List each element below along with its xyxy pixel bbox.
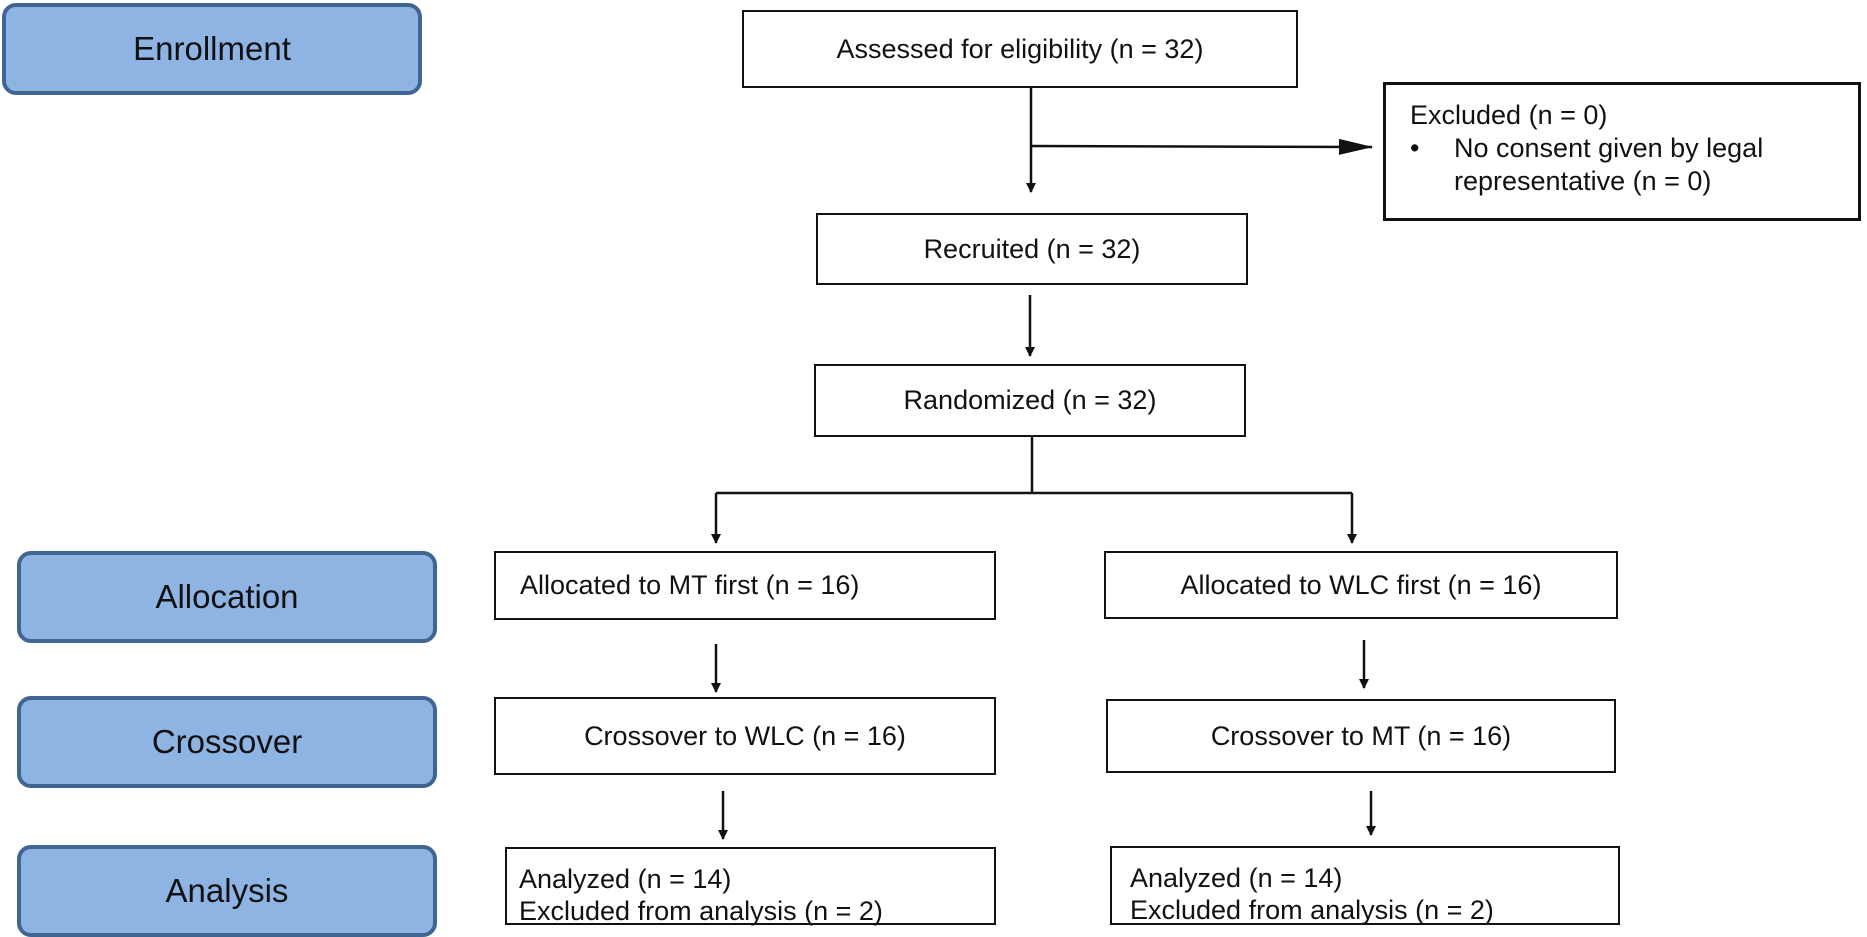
excluded-reason-line2: representative (n = 0) [1454,166,1712,196]
excluded-reason-line1: No consent given by legal [1454,133,1764,163]
right-analysis-box: Analyzed (n = 14) Excluded from analysis… [1110,846,1620,925]
phase-label-enrollment: Enrollment [2,3,422,95]
allocated-wlc-first-box: Allocated to WLC first (n = 16) [1104,551,1618,619]
randomized-text: Randomized (n = 32) [903,385,1157,415]
allocated-mt-first-text: Allocated to MT first (n = 16) [520,570,860,600]
arrow-to-excluded [1030,138,1373,155]
allocated-wlc-first-text: Allocated to WLC first (n = 16) [1180,569,1542,600]
excluded-reason-item: • No consent given by legal representati… [1410,132,1858,198]
crossover-to-mt-box: Crossover to MT (n = 16) [1106,699,1616,773]
assessed-eligibility-box: Assessed for eligibility (n = 32) [742,10,1298,88]
excluded-box: Excluded (n = 0) • No consent given by l… [1383,82,1861,221]
right-analyzed-text: Analyzed (n = 14) [1130,863,1343,893]
phase-label-allocation: Allocation [17,551,437,643]
crossover-to-wlc-text: Crossover to WLC (n = 16) [584,720,906,751]
phase-label-crossover: Crossover [17,696,437,788]
allocated-mt-first-box: Allocated to MT first (n = 16) [494,551,996,620]
recruited-box: Recruited (n = 32) [816,213,1248,285]
phase-label-analysis: Analysis [17,845,437,937]
bullet-icon: • [1410,133,1420,163]
crossover-to-wlc-box: Crossover to WLC (n = 16) [494,697,996,775]
excluded-title: Excluded (n = 0) [1410,100,1608,130]
assessed-eligibility-text: Assessed for eligibility (n = 32) [836,33,1204,64]
left-excluded-analysis-text: Excluded from analysis (n = 2) [519,896,883,926]
recruited-text: Recruited (n = 32) [923,233,1141,264]
right-excluded-analysis-text: Excluded from analysis (n = 2) [1130,895,1494,925]
left-analyzed-text: Analyzed (n = 14) [519,864,732,894]
left-analysis-box: Analyzed (n = 14) Excluded from analysis… [505,847,996,926]
randomized-box: Randomized (n = 32) [814,364,1246,437]
crossover-to-mt-text: Crossover to MT (n = 16) [1210,720,1512,751]
